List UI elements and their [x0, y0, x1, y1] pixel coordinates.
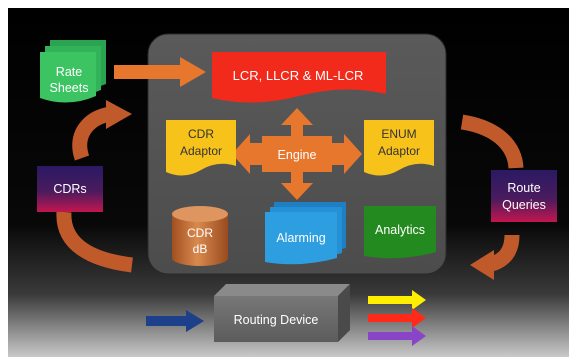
- cdr-adaptor-label-line-1: CDR: [188, 127, 214, 141]
- enum-adaptor-label-line-2: Adaptor: [378, 144, 420, 158]
- cdr-database-cylinder: CDR dB: [172, 206, 228, 266]
- analytics-document: Analytics: [364, 206, 436, 259]
- routing-device-label: Routing Device: [234, 313, 319, 327]
- output-arrow-purple: [368, 326, 426, 346]
- enum-adaptor-document: ENUM Adaptor: [364, 120, 434, 176]
- engine-label: Engine: [278, 148, 317, 162]
- cdr-feedback-arrow-down: [56, 211, 134, 273]
- route-queries-box: Route Queries: [491, 170, 557, 222]
- route-queries-label-line-2: Queries: [502, 198, 546, 212]
- analytics-label: Analytics: [375, 223, 425, 237]
- output-arrow-red: [368, 308, 426, 328]
- rate-sheets-to-lcr-arrow: [114, 57, 206, 87]
- rate-sheets-label-line-1: Rate: [56, 65, 82, 79]
- alarming-label: Alarming: [276, 231, 325, 245]
- cdr-feedback-arrow-up: [72, 100, 132, 161]
- alarming-document-stack: Alarming: [265, 202, 346, 265]
- cdrs-label: CDRs: [53, 182, 86, 196]
- route-queries-arrow-bottom: [470, 234, 520, 280]
- engine-arrows: Engine: [232, 108, 362, 200]
- route-queries-arrow-top: [460, 114, 524, 169]
- cdr-adaptor-document: CDR Adaptor: [166, 120, 236, 176]
- cdrs-box: CDRs: [37, 166, 103, 212]
- routing-device-input-arrow: [146, 310, 204, 332]
- output-arrow-yellow: [368, 290, 426, 310]
- cdr-db-label-line-1: CDR: [187, 226, 213, 240]
- cdr-adaptor-label-line-2: Adaptor: [180, 144, 222, 158]
- cdr-db-label-line-2: dB: [193, 242, 208, 256]
- enum-adaptor-label-line-1: ENUM: [381, 127, 416, 141]
- rate-sheets-label-line-2: Sheets: [50, 81, 89, 95]
- rate-sheets-document-stack: Rate Sheets: [40, 40, 106, 103]
- lcr-label: LCR, LLCR & ML-LCR: [233, 68, 364, 83]
- route-queries-label-line-1: Route: [507, 181, 540, 195]
- routing-device-box: Routing Device: [214, 284, 350, 342]
- lcr-banner: LCR, LLCR & ML-LCR: [212, 52, 386, 103]
